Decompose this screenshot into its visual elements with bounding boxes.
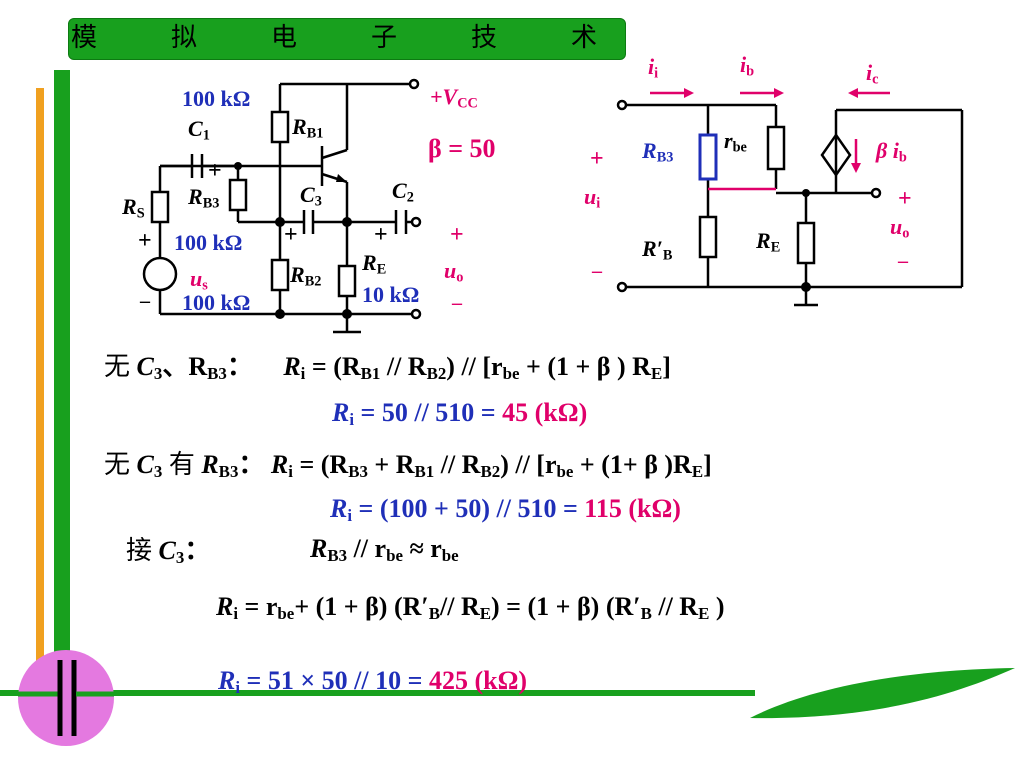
decor-circle — [18, 650, 114, 746]
c1-plus: + — [208, 158, 222, 184]
decor-bottom-line — [0, 690, 755, 696]
decor-capacitor-symbol — [18, 660, 114, 736]
ui-plus: + — [590, 146, 604, 172]
source-plus: + — [138, 228, 152, 254]
c3-plus: + — [284, 222, 298, 248]
decor-leaf — [750, 668, 1015, 719]
c2-plus: + — [374, 222, 388, 248]
ib-label: ib — [740, 52, 755, 80]
equation-line-2: Ri = 50 // 510 = 45 (kΩ) — [332, 398, 588, 430]
ui-label: ui — [584, 184, 601, 212]
ii-label: ii — [648, 54, 659, 82]
equivalent-circuit — [616, 88, 964, 307]
rb-prime-label: R′B — [642, 236, 673, 264]
decor-green-bar — [54, 70, 70, 720]
equation-line-7: Ri = 51 × 50 // 10 = 425 (kΩ) — [218, 666, 528, 698]
beta-label: β = 50 — [428, 134, 496, 163]
amplifier-circuit — [142, 78, 422, 334]
rb3-value: 100 kΩ — [174, 230, 243, 255]
equation-line-5-label: 接 C3： — [126, 536, 211, 568]
re-value: 10 kΩ — [362, 282, 420, 307]
rs-label: RS — [122, 194, 145, 222]
vcc-label: +VCC — [430, 84, 478, 112]
equation-line-3: 无 C3 有 RB3： Ri = (RB3 + RB1 // RB2) // [… — [104, 450, 712, 482]
equiv-uo-minus: – — [898, 250, 908, 272]
c1-label: C1 — [188, 116, 210, 144]
title-bar — [68, 18, 626, 60]
equation-line-4: Ri = (100 + 50) // 510 = 115 (kΩ) — [330, 494, 681, 526]
decor-orange-bar — [36, 88, 44, 728]
equiv-rb3-label: RB3 — [642, 138, 674, 166]
equation-line-6: Ri = rbe+ (1 + β) (R′B// RE) = (1 + β) (… — [216, 592, 725, 624]
c3-label: C3 — [300, 182, 322, 210]
us-label: us — [190, 266, 208, 294]
equiv-re-label: RE — [756, 228, 781, 256]
equation-line-1: 无 C3、RB3： Ri = (RB1 // RB2) // [rbe + (1… — [104, 352, 671, 384]
equiv-uo-plus: + — [898, 186, 912, 212]
source-minus: – — [140, 290, 150, 312]
ui-minus: – — [592, 260, 602, 282]
uo-plus: + — [450, 222, 464, 248]
uo-label: uo — [444, 258, 464, 286]
ic-label: ic — [866, 60, 879, 88]
rb3-label: RB3 — [188, 184, 220, 212]
rb2-value: 100 kΩ — [182, 290, 251, 315]
rbe-label: rbe — [724, 128, 747, 156]
equiv-uo-label: uo — [890, 214, 910, 242]
c2-label: C2 — [392, 178, 414, 206]
rb1-label: RB1 — [292, 114, 324, 142]
beta-ib-label: β ib — [876, 138, 907, 166]
re-label: RE — [362, 250, 387, 278]
rb2-label: RB2 — [290, 262, 322, 290]
equation-line-5: RB3 // rbe ≈ rbe — [310, 534, 459, 566]
vcc-resistor-value: 100 kΩ — [182, 86, 251, 111]
page-title: 模 拟 电 子 技 术 — [70, 23, 621, 53]
uo-minus: – — [452, 292, 462, 314]
